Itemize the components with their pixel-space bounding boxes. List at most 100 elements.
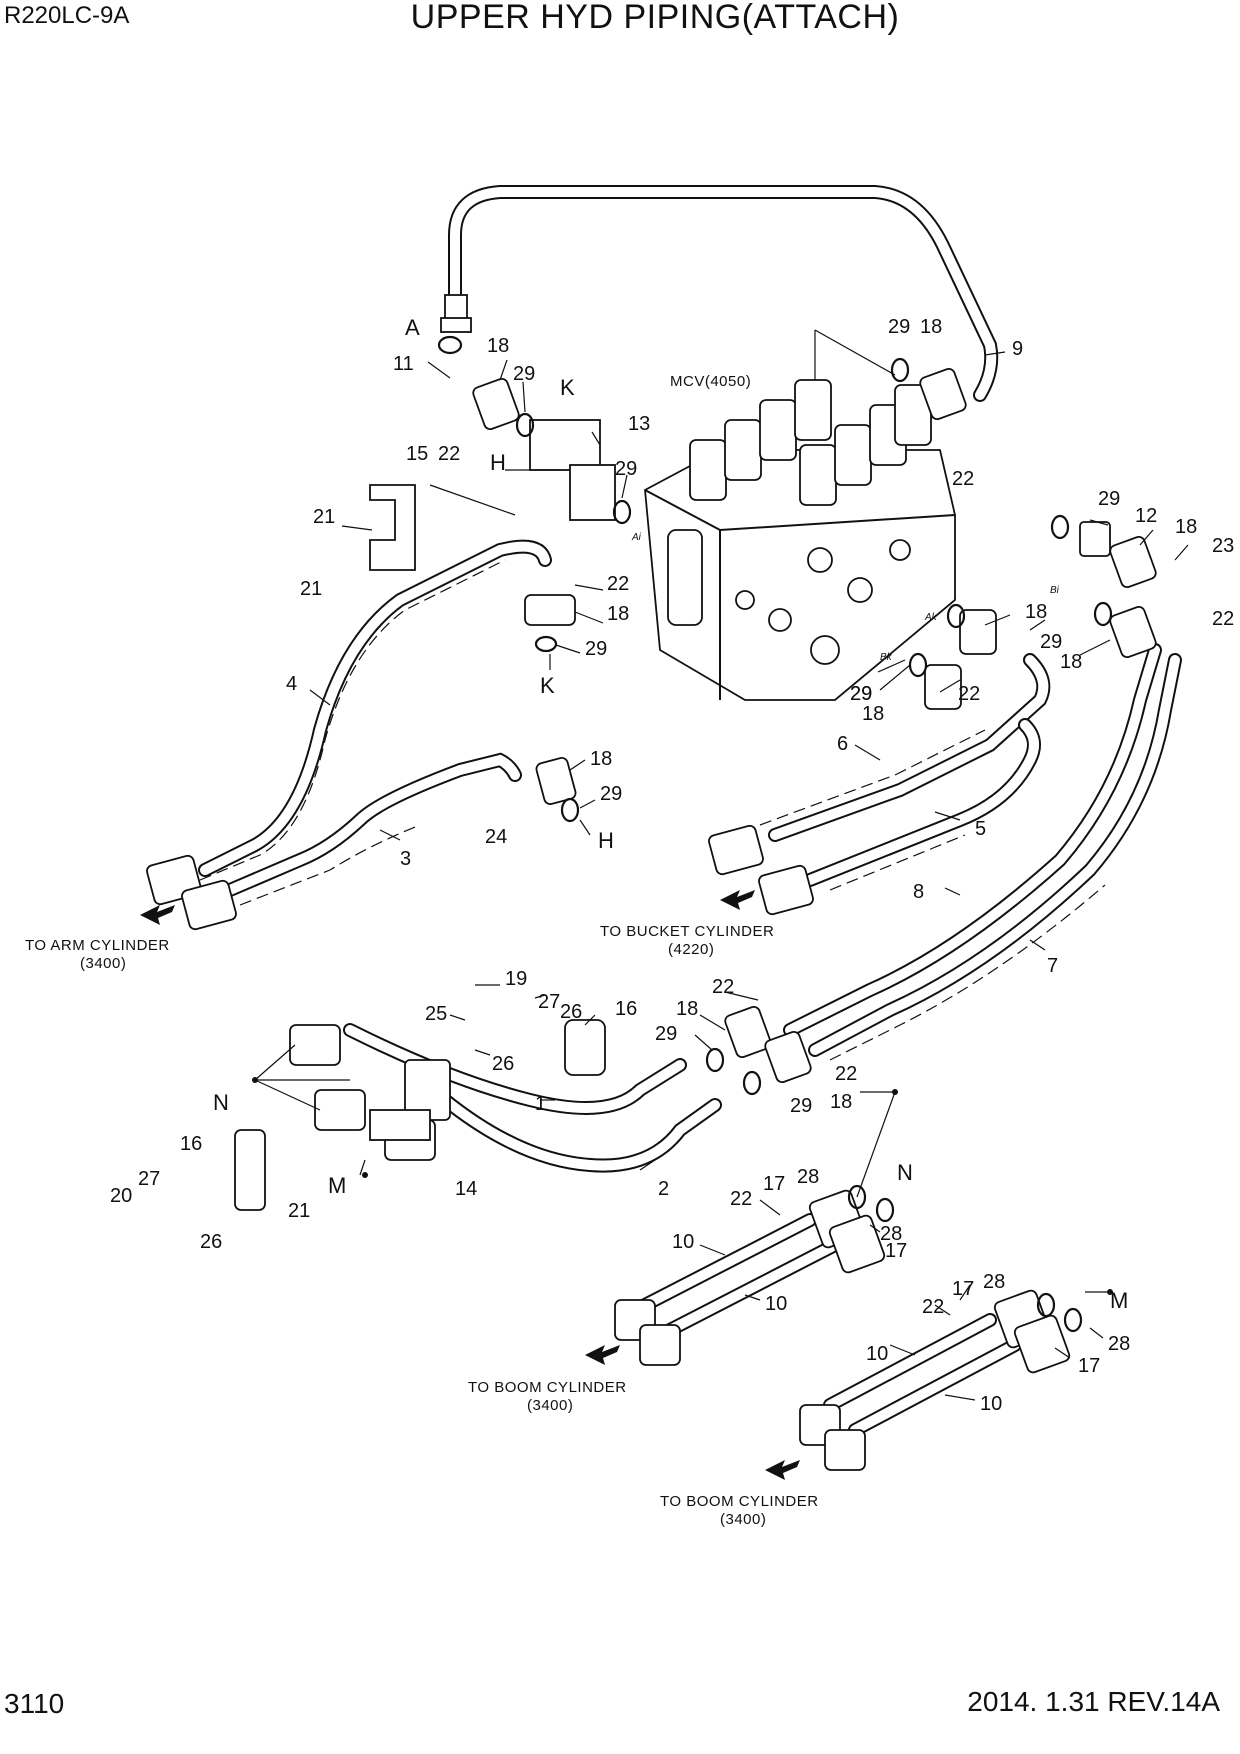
direction-arrows — [140, 890, 800, 1480]
callout: 29 — [790, 1095, 812, 1117]
callout: 22 — [607, 573, 629, 595]
callout: 17 — [885, 1240, 907, 1262]
callout: 18 — [862, 703, 884, 725]
hose-9 — [440, 185, 999, 402]
callout: 21 — [288, 1200, 310, 1222]
callout: 10 — [980, 1393, 1002, 1415]
note-to-boom-cylinder-2: TO BOOM CYLINDER — [660, 1493, 819, 1510]
callout: 22 — [958, 683, 980, 705]
callout: 21 — [300, 578, 322, 600]
hose-7 — [808, 653, 1182, 1061]
callout: 22 — [952, 468, 974, 490]
connection-dots — [252, 1077, 1113, 1295]
callout-labels: A 11 18 29 K 22 13 15 H 29 21 21 22 18 2… — [110, 315, 1234, 1415]
hose-5 — [803, 718, 1041, 891]
callout: 29 — [600, 783, 622, 805]
callout: 18 — [487, 335, 509, 357]
port-mark: Bi — [1050, 585, 1060, 596]
callout: N — [897, 1160, 913, 1185]
callout: 18 — [1025, 601, 1047, 623]
callout: 27 — [138, 1168, 160, 1190]
callout: 28 — [797, 1166, 819, 1188]
spool-caps — [689, 379, 932, 506]
callout: 9 — [1012, 338, 1023, 360]
callout: 18 — [676, 998, 698, 1020]
note-to-arm-cylinder: TO ARM CYLINDER — [25, 937, 170, 954]
hose-6 — [759, 653, 1051, 842]
callout: N — [213, 1090, 229, 1115]
callout: 29 — [888, 316, 910, 338]
note-to-boom-cylinder-2-ref: (3400) — [720, 1511, 766, 1528]
model-label: R220LC-9A — [4, 2, 130, 29]
note-mcv: MCV(4050) — [670, 373, 751, 390]
callout: 21 — [313, 506, 335, 528]
pipe-1 — [343, 1023, 687, 1115]
callout: 22 — [712, 976, 734, 998]
callout: M — [1110, 1288, 1128, 1313]
callout: 26 — [492, 1053, 514, 1075]
callout: 20 — [110, 1185, 132, 1207]
callout: 18 — [830, 1091, 852, 1113]
callout: 22 — [922, 1296, 944, 1318]
callout: 14 — [455, 1178, 477, 1200]
callout: 23 — [1212, 535, 1234, 557]
o-rings — [437, 335, 1113, 1333]
hose-10-pair-lower — [823, 1313, 1022, 1437]
callout: 29 — [513, 363, 535, 385]
port-mark: Ak — [924, 612, 938, 623]
callout: 18 — [1060, 651, 1082, 673]
note-to-bucket-cylinder-ref: (4220) — [668, 941, 714, 958]
revision-date: 2014. 1.31 REV.14A — [967, 1686, 1220, 1717]
callout: 17 — [952, 1278, 974, 1300]
callout: 13 — [628, 413, 650, 435]
callout: H — [598, 828, 614, 853]
callout: 29 — [585, 638, 607, 660]
pipe-2 — [438, 1093, 722, 1173]
callout: 12 — [1135, 505, 1157, 527]
callout: 15 — [406, 443, 428, 465]
note-to-boom-cylinder-1: TO BOOM CYLINDER — [468, 1379, 627, 1396]
callout: 29 — [1040, 631, 1062, 653]
callout: A — [405, 315, 420, 340]
main-control-valve — [644, 329, 956, 701]
callout: 29 — [850, 683, 872, 705]
callout: 10 — [672, 1231, 694, 1253]
callout: 27 — [538, 991, 560, 1013]
callout: 7 — [1047, 955, 1058, 977]
callout: K — [560, 375, 575, 400]
callout: 1 — [535, 1093, 546, 1115]
note-to-boom-cylinder-1-ref: (3400) — [527, 1397, 573, 1414]
callout: 24 — [485, 826, 507, 848]
callout: 28 — [983, 1271, 1005, 1293]
callout: 22 — [730, 1188, 752, 1210]
page-number: 3110 — [4, 1688, 65, 1719]
callout: 10 — [765, 1293, 787, 1315]
callout: 25 — [425, 1003, 447, 1025]
callout: H — [490, 450, 506, 475]
callout: 10 — [866, 1343, 888, 1365]
callout: 29 — [1098, 488, 1120, 510]
note-to-bucket-cylinder: TO BUCKET CYLINDER — [600, 923, 774, 940]
hose-3 — [223, 752, 522, 906]
callout: 28 — [1108, 1333, 1130, 1355]
callout: 18 — [607, 603, 629, 625]
port-mark: Bk — [880, 652, 893, 663]
callout: 29 — [615, 458, 637, 480]
callout: 6 — [837, 733, 848, 755]
callout: 22 — [438, 443, 460, 465]
callout: 28 — [880, 1223, 902, 1245]
port-mark: Ai — [631, 532, 642, 543]
callout: 17 — [1078, 1355, 1100, 1377]
callout: 26 — [200, 1231, 222, 1253]
callout: 18 — [1175, 516, 1197, 538]
callout: 16 — [615, 998, 637, 1020]
callout: K — [540, 673, 555, 698]
flanges — [146, 367, 1157, 1471]
callout: 4 — [286, 673, 297, 695]
callout: 3 — [400, 848, 411, 870]
callout: 2 — [658, 1178, 669, 1200]
page-title: UPPER HYD PIPING(ATTACH) — [410, 0, 900, 36]
callout: 17 — [763, 1173, 785, 1195]
callout: 29 — [655, 1023, 677, 1045]
callout: 5 — [975, 818, 986, 840]
